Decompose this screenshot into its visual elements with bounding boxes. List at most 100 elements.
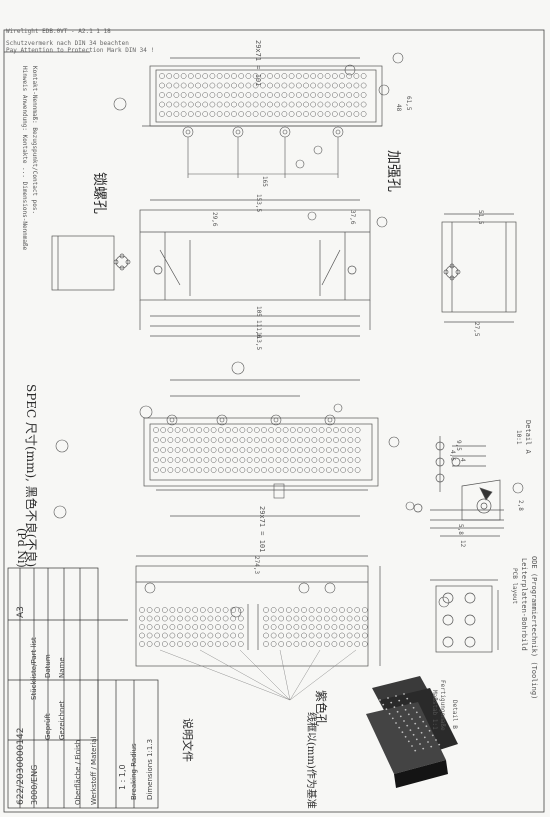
pin-hole (209, 82, 216, 89)
pin-hole (238, 92, 245, 98)
pin-hole (270, 641, 277, 647)
pin-hole (275, 457, 282, 463)
pin-hole (303, 82, 309, 89)
pin-hole (346, 73, 353, 79)
pin-hole (268, 447, 275, 453)
pin-hole (239, 467, 246, 473)
pin-hole (166, 92, 173, 98)
pin-hole (340, 427, 347, 433)
pin-hole (245, 92, 252, 98)
pin-hole (347, 437, 354, 443)
pin-hole (139, 607, 145, 613)
pin-hole (237, 624, 244, 630)
pin-hole (184, 641, 191, 647)
pin-hole (139, 641, 145, 647)
pin-hole (310, 111, 317, 117)
pin-hole (160, 447, 167, 453)
pin-hole (333, 457, 339, 463)
iso-pin (411, 745, 413, 747)
pin-hole (331, 641, 338, 647)
pin-hole (340, 447, 347, 453)
pin-hole (323, 632, 330, 639)
pin-hole (325, 447, 332, 453)
pin-hole (360, 73, 367, 79)
pin-hole (267, 92, 273, 98)
pin-hole (323, 607, 330, 613)
pin-hole (159, 111, 165, 117)
title-breaking-radius: Breaking Radius (130, 743, 138, 800)
pin-hole (239, 447, 246, 453)
iso-pin (404, 735, 407, 738)
tooling-label: ODE (Programmiertechnik) (Tooling) (530, 556, 538, 700)
iso-pin (412, 706, 415, 709)
pin-hole (161, 615, 168, 622)
pin-hole (317, 82, 324, 89)
pin-hole (285, 624, 292, 630)
pin-hole (263, 641, 269, 647)
pin-hole (252, 92, 259, 98)
pin-hole (187, 92, 194, 98)
pin-hole (311, 467, 318, 473)
pin-hole (293, 632, 300, 639)
pin-hole (354, 457, 361, 463)
bottom-long-connector (135, 555, 381, 667)
pin-hole (196, 437, 203, 443)
pin-hole (159, 73, 165, 79)
pin-hole (189, 457, 195, 463)
pin-hole (263, 607, 269, 613)
manufacturing-dims-label: Fertigungsmaße (439, 680, 446, 731)
pin-hole (232, 467, 239, 473)
pin-hole (308, 632, 315, 639)
pin-hole (195, 82, 201, 89)
pin-hole (333, 447, 339, 453)
pin-hole (289, 447, 296, 453)
pin-hole (238, 73, 245, 79)
pin-hole (261, 457, 267, 463)
pin-hole (177, 632, 183, 639)
pin-hole (316, 624, 323, 630)
pin-hole (207, 624, 214, 630)
pin-hole (238, 82, 245, 89)
pin-hole (181, 437, 188, 443)
pin-hole (217, 447, 224, 453)
pin-hole (154, 632, 161, 639)
pin-hole (285, 607, 292, 613)
pin-hole (231, 111, 237, 117)
dim-51-5: 51,5 (477, 210, 484, 225)
pin-hole (225, 437, 231, 443)
pin-hole (317, 111, 324, 117)
pin-hole (189, 447, 195, 453)
pin-hole (317, 101, 324, 108)
dim-29x71: 29x71 = 101 (258, 506, 266, 553)
pin-hole (282, 467, 289, 473)
pin-hole (333, 437, 339, 443)
pin-hole (169, 624, 176, 630)
pin-hole (275, 467, 282, 473)
pin-hole (275, 437, 282, 443)
pin-hole (199, 632, 206, 639)
pin-hole (160, 457, 167, 463)
pin-hole (146, 641, 153, 647)
iso-pin (417, 727, 420, 730)
pin-hole (267, 101, 273, 108)
pin-hole (232, 447, 239, 453)
pin-hole (161, 641, 168, 647)
pin-hole (324, 82, 331, 89)
pin-hole (230, 632, 237, 639)
pin-hole (159, 101, 165, 108)
iso-pin (438, 743, 441, 746)
pin-hole (199, 615, 206, 622)
pin-hole (196, 427, 203, 433)
iso-pin (395, 695, 397, 697)
iso-pin (396, 710, 399, 713)
pin-hole (203, 447, 210, 453)
pin-hole (316, 641, 323, 647)
dim-4-6: 4,6 (449, 450, 456, 461)
pin-hole (154, 641, 161, 647)
pin-hole (324, 101, 331, 108)
pin-hole (317, 92, 324, 98)
pin-hole (268, 427, 275, 433)
pin-hole (288, 111, 295, 117)
pin-hole (324, 92, 331, 98)
pin-hole (167, 447, 174, 453)
